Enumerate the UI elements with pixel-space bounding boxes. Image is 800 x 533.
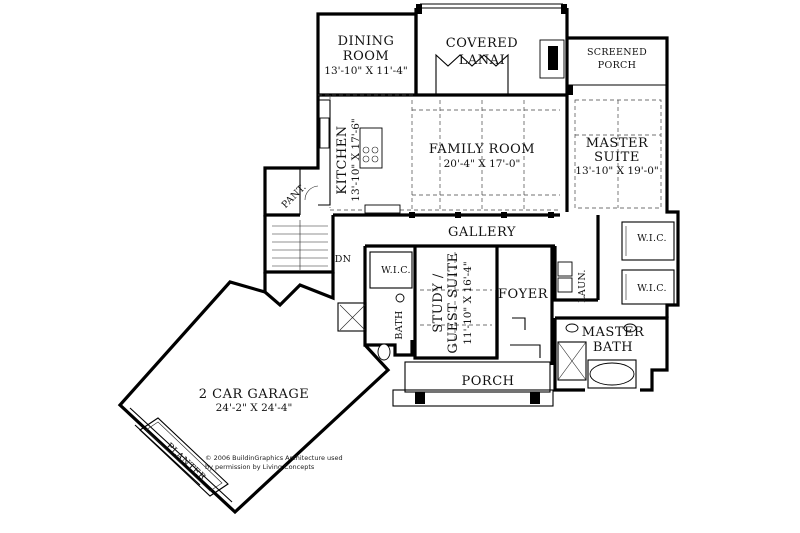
family-room-name: FAMILY ROOM <box>429 142 535 157</box>
gallery-name: GALLERY <box>448 225 516 240</box>
wic-master-2-name: W.I.C. <box>637 283 667 294</box>
porch-name: PORCH <box>462 374 515 389</box>
study-dims: 11'-10" X 16'-4" <box>462 261 474 344</box>
planter-name: PLANTER <box>164 441 209 484</box>
dining-room-dims: 13'-10" X 11'-4" <box>324 65 407 77</box>
kitchen-name: KITCHEN <box>335 125 350 194</box>
interior-details <box>129 39 675 503</box>
wic-guest-name: W.I.C. <box>381 265 411 276</box>
garage-name: 2 CAR GARAGE <box>199 387 309 402</box>
lanai-name-2: LANAI <box>459 53 505 68</box>
study-name-2: GUEST SUITE <box>446 252 461 353</box>
stairs <box>272 220 328 270</box>
study-name-1: STUDY / <box>431 273 446 333</box>
bath-name: BATH <box>394 310 405 339</box>
screened-porch-name-1: SCREENED <box>587 47 647 58</box>
garage-dims: 24'-2" X 24'-4" <box>216 402 293 414</box>
laundry-name: LAUN. <box>577 269 588 302</box>
dining-room-name-1: DINING <box>338 34 395 49</box>
master-suite-name-1: MASTER <box>586 136 649 151</box>
copyright-line-1: © 2006 BuildinGraphics Architecture used <box>205 454 343 462</box>
master-bath-name-1: MASTER <box>582 325 645 340</box>
copyright-line-2: by permission by Living Concepts <box>205 463 315 471</box>
master-suite-name-2: SUITE <box>594 150 640 165</box>
lanai-name-1: COVERED <box>446 36 518 51</box>
foyer-name: FOYER <box>498 287 549 302</box>
kitchen-dims: 13'-10" X 17'-6" <box>350 118 362 201</box>
dining-room-name-2: ROOM <box>343 49 389 64</box>
master-bath-name-2: BATH <box>593 340 633 355</box>
master-suite-dims: 13'-10" X 19'-0" <box>575 165 658 177</box>
pantry-name: PANT. <box>280 182 309 211</box>
stairs-down-label: DN <box>335 254 352 265</box>
exterior-walls <box>117 3 680 515</box>
wic-master-1-name: W.I.C. <box>637 233 667 244</box>
screened-porch-name-2: PORCH <box>598 60 636 71</box>
family-room-dims: 20'-4" X 17'-0" <box>444 158 521 170</box>
